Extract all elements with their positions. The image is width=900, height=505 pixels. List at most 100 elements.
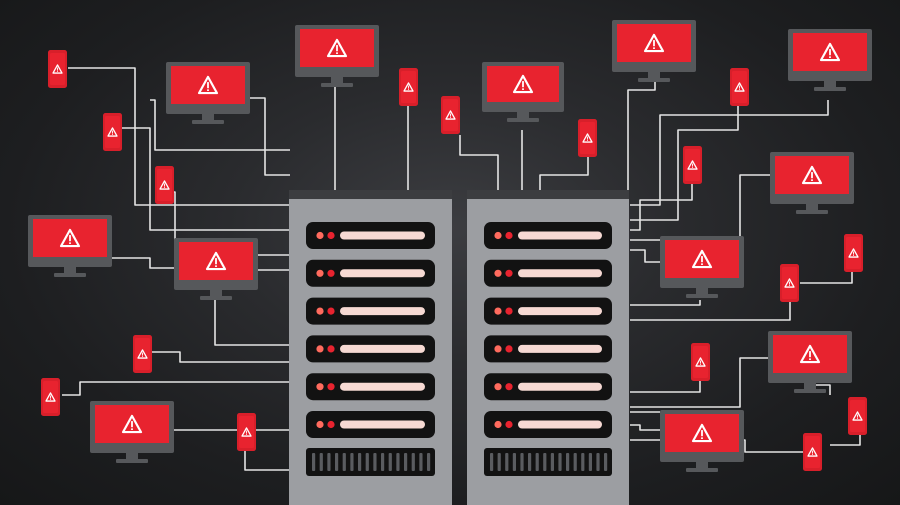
monitor-base xyxy=(507,118,539,122)
monitor-base xyxy=(686,294,718,298)
warning-triangle-icon xyxy=(691,249,713,269)
server-bay xyxy=(306,373,435,401)
monitor-base xyxy=(116,459,148,463)
status-led xyxy=(316,345,324,353)
alert-phone xyxy=(155,166,174,204)
monitor-neck xyxy=(696,462,708,468)
server-bay xyxy=(484,335,612,363)
alert-phone xyxy=(399,68,418,106)
alert-monitor xyxy=(612,20,696,82)
wire-20 xyxy=(630,100,829,206)
alert-phone xyxy=(780,264,799,302)
status-led xyxy=(316,420,324,429)
wire-17 xyxy=(539,157,589,192)
status-led xyxy=(505,383,513,391)
alert-phone xyxy=(48,50,67,88)
status-led xyxy=(327,231,335,240)
vent-slot xyxy=(350,453,354,471)
vent-slot xyxy=(550,453,554,471)
server-vent xyxy=(306,448,435,476)
status-led xyxy=(316,307,324,315)
wire-1 xyxy=(68,67,290,206)
monitor-neck xyxy=(804,383,816,389)
status-led xyxy=(316,231,324,240)
wire-19 xyxy=(630,105,739,221)
status-led xyxy=(327,345,335,353)
warning-triangle-icon xyxy=(445,110,456,120)
left-server-rack xyxy=(289,190,452,505)
server-bay xyxy=(306,297,435,325)
warning-triangle-icon xyxy=(59,228,81,248)
warning-triangle-icon xyxy=(326,38,348,58)
monitor-neck xyxy=(331,77,343,83)
warning-triangle-icon xyxy=(695,357,706,367)
wire-18 xyxy=(627,75,656,192)
warning-triangle-icon xyxy=(801,165,823,185)
wire-31 xyxy=(830,435,861,446)
vent-slot xyxy=(404,453,408,471)
warning-triangle-icon xyxy=(197,75,219,95)
server-bay xyxy=(306,222,435,249)
vent-slot xyxy=(388,453,392,471)
warning-triangle-icon xyxy=(848,248,859,258)
wire-24 xyxy=(630,300,791,321)
monitor-base xyxy=(200,296,232,300)
warning-triangle-icon xyxy=(643,33,665,53)
wire-22 xyxy=(630,174,770,241)
alert-monitor xyxy=(768,331,852,393)
monitor-base xyxy=(794,389,826,393)
monitor-neck xyxy=(806,204,818,210)
vent-slot xyxy=(528,453,532,471)
drive-indicator-bar xyxy=(340,231,425,240)
alert-phone xyxy=(691,343,710,381)
drive-indicator-bar xyxy=(518,269,602,278)
vent-slot xyxy=(427,453,431,471)
vent-slot xyxy=(319,453,323,471)
vent-slot xyxy=(490,453,494,471)
status-led xyxy=(327,420,335,429)
vent-slot xyxy=(497,453,501,471)
vent-slot xyxy=(373,453,377,471)
monitor-base xyxy=(54,273,86,277)
alert-monitor xyxy=(90,401,174,463)
warning-triangle-icon xyxy=(687,160,698,170)
alert-phone xyxy=(237,413,256,451)
drive-indicator-bar xyxy=(340,269,425,278)
alert-monitor xyxy=(174,238,258,300)
alert-monitor xyxy=(770,152,854,214)
server-bay xyxy=(306,259,435,287)
warning-triangle-icon xyxy=(799,344,821,364)
drive-indicator-bar xyxy=(340,344,425,353)
monitor-neck xyxy=(517,112,529,118)
alert-monitor xyxy=(660,236,744,298)
drive-indicator-bar xyxy=(518,307,602,316)
status-led xyxy=(494,383,502,391)
wire-9 xyxy=(150,351,290,363)
server-bay xyxy=(306,335,435,363)
warning-triangle-icon xyxy=(205,251,227,271)
warning-triangle-icon xyxy=(241,427,252,437)
status-led xyxy=(505,269,513,277)
server-top-cap xyxy=(289,190,452,199)
wire-26 xyxy=(630,300,701,306)
vent-slot xyxy=(335,453,339,471)
alert-phone xyxy=(844,234,863,272)
monitor-neck xyxy=(824,81,836,87)
status-led xyxy=(505,420,513,429)
vent-slot xyxy=(543,453,547,471)
monitors-group xyxy=(28,20,872,472)
monitor-base xyxy=(796,210,828,214)
servers-group xyxy=(289,190,629,505)
wire-28 xyxy=(630,357,768,408)
vent-slot xyxy=(535,453,539,471)
drive-indicator-bar xyxy=(518,420,602,429)
server-bay xyxy=(484,411,612,438)
wire-6 xyxy=(108,257,174,269)
alert-phone xyxy=(133,335,152,373)
status-led xyxy=(505,345,513,353)
status-led xyxy=(316,383,324,391)
warning-triangle-icon xyxy=(784,278,795,288)
vent-slot xyxy=(381,453,385,471)
wire-21 xyxy=(630,182,693,231)
